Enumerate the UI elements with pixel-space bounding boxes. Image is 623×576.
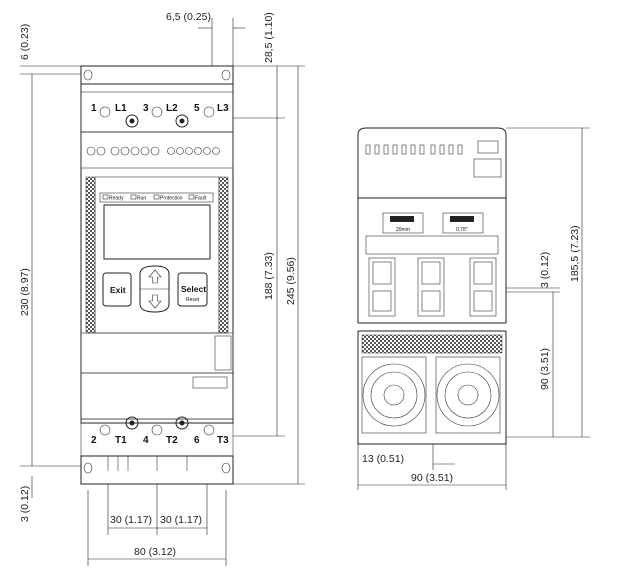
- status-protection: Protection: [160, 196, 183, 202]
- fan-right: [436, 363, 500, 427]
- status-led-row: [99, 192, 214, 203]
- dim-pitch-b: 30 (1.17): [160, 514, 202, 526]
- front-view: 1 L1 3 L2 5 L3 Ready Run Protection Faul…: [80, 65, 234, 485]
- control-screws: [86, 146, 220, 156]
- label-2: 2: [91, 435, 97, 446]
- exit-button-label: Exit: [110, 285, 126, 295]
- dim-side-height: 185,5 (7.23): [569, 225, 581, 282]
- label-t2: T2: [166, 435, 178, 446]
- top-terminal-block: [80, 91, 234, 133]
- label-l3: L3: [217, 103, 229, 114]
- label-slot: [192, 376, 228, 389]
- display-screen: [103, 204, 211, 260]
- dim-bottom-gap: 3 (0.12): [19, 486, 31, 522]
- dim-mid-height: 188 (7.33): [263, 252, 275, 300]
- mounting-hole-top-left: [83, 69, 93, 81]
- dim-side-width: 90 (3.51): [411, 472, 453, 484]
- dim-side-offset: 13 (0.51): [362, 453, 404, 465]
- dim-pitch-a: 30 (1.17): [110, 514, 152, 526]
- arrow-up-icon: [148, 269, 162, 284]
- terminal-screw-1: [99, 106, 111, 118]
- terminal-screw-l1: [125, 114, 139, 128]
- control-terminal-strip: [80, 131, 234, 169]
- side-view: 20mm 0.78": [357, 127, 507, 445]
- main-body: [80, 83, 234, 424]
- select-button: [177, 272, 208, 307]
- status-run: Run: [137, 196, 146, 202]
- right-vent: [218, 176, 229, 334]
- dim-total-height-right: 245 (9.56): [285, 257, 297, 305]
- terminal-screw-l2: [175, 114, 189, 128]
- dim-total-height-left: 230 (8.97): [19, 268, 31, 316]
- bottom-terminal-block: [80, 418, 234, 457]
- side-top-slots: [365, 140, 502, 178]
- label-t1: T1: [115, 435, 127, 446]
- dim-side-small-gap: 3 (0.12): [539, 252, 551, 288]
- front-dimensions: 6,5 (0.25) 28,5 (1.10) 6 (0.23) 230 (8.9…: [19, 11, 305, 566]
- dim-left-top-gap: 6 (0.23): [19, 24, 31, 60]
- side-busbar-section: [357, 197, 507, 324]
- label-6: 6: [194, 435, 200, 446]
- select-button-label: Select: [181, 284, 206, 294]
- side-latch: [214, 335, 232, 371]
- arrow-down-icon: [148, 294, 162, 309]
- label-4: 4: [143, 435, 149, 446]
- side-dimensions: 185,5 (7.23) 3 (0.12) 90 (3.51) 13 (0.51…: [357, 127, 590, 490]
- left-vent: [85, 176, 96, 334]
- reset-label: Reset: [186, 297, 200, 303]
- top-mounting-plate: [80, 65, 234, 85]
- label-l2: L2: [166, 103, 178, 114]
- navigation-rocker: [139, 265, 170, 313]
- label-5: 5: [194, 103, 200, 114]
- side-mm-label: 20mm: [396, 227, 410, 233]
- side-fan-section: [357, 330, 507, 445]
- side-inch-label: 0.78": [456, 227, 468, 233]
- terminal-screw-3: [151, 106, 163, 118]
- label-1: 1: [91, 103, 97, 114]
- mounting-hole-top-right: [221, 69, 231, 81]
- label-l1: L1: [115, 103, 127, 114]
- dim-fan-height: 90 (3.51): [539, 348, 551, 390]
- terminal-screw-5: [203, 106, 215, 118]
- status-ready: Ready: [109, 196, 124, 202]
- side-top-housing: [357, 127, 507, 199]
- dim-front-width: 80 (3.12): [134, 546, 176, 558]
- fan-left: [362, 363, 426, 427]
- dim-top-offset: 6,5 (0.25): [166, 11, 211, 23]
- dim-top-height: 28,5 (1.10): [263, 12, 275, 63]
- exit-button: [102, 272, 132, 307]
- status-fault: Fault: [195, 196, 207, 202]
- label-3: 3: [143, 103, 149, 114]
- label-t3: T3: [217, 435, 229, 446]
